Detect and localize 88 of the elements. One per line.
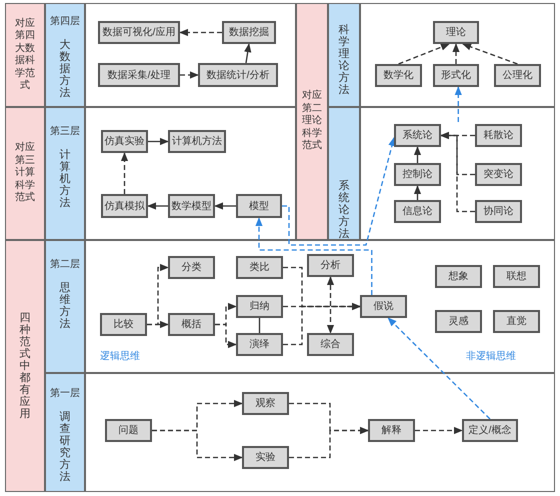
concept-box: 联想 [493,265,540,288]
concept-box: 比较 [100,313,147,336]
concept-box: 灵感 [435,310,482,333]
arrow [414,185,422,200]
arrow [148,138,169,146]
layer-band [45,3,85,107]
layer-band [45,107,85,240]
concept-box: 信息论 [394,200,441,223]
concept-box: 实验 [242,446,289,469]
arrow [255,217,372,295]
band-label: 科学理论方法 [338,24,350,97]
concept-box: 直觉 [493,310,540,333]
arrow [147,202,168,210]
concept-box: 系统论 [394,124,441,147]
arrow [152,430,243,462]
arrow [454,86,462,122]
arrow [215,324,237,348]
concept-box: 演绎 [236,333,283,356]
concept-box: 仿真模拟 [101,194,148,218]
concept-box: 假说 [360,295,407,318]
concept-box: 类比 [236,256,283,279]
concept-box: 数据挖掘 [222,21,276,44]
concept-box: 分析 [307,254,354,277]
layer-title: 第一层 [50,387,80,401]
concept-box: 概括 [168,313,215,336]
paradigm-band [5,3,45,107]
concept-box: 仿真实验 [101,130,148,153]
connector-line [258,318,260,333]
arrow [326,276,334,334]
arrow [452,43,460,64]
paradigm-band [296,3,328,240]
band-label: 对应第二理论科学范式 [302,90,322,153]
band-label: 思维方法 [60,282,70,330]
concept-box: 定义/概念 [462,419,518,442]
group-note: 逻辑思维 [100,350,140,364]
band-label: 对应第四大数据科学范式 [15,18,35,92]
layer-band [45,240,85,373]
concept-box: 解释 [368,419,415,442]
concept-box: 理论 [433,21,479,44]
concept-box: 数学模型 [168,194,215,218]
concept-box: 想象 [435,265,482,288]
band-label: 大数据方法 [60,39,70,100]
arrow [414,146,422,163]
concept-box: 综合 [307,333,354,356]
arrow [120,152,128,194]
concept-box: 观察 [242,392,289,415]
concept-box: 数据统计/分析 [198,63,278,87]
arrow [283,302,361,346]
concept-box: 耗散论 [475,124,522,147]
layer-band [45,373,85,492]
concept-box: 协同论 [475,200,522,223]
layer-title: 第三层 [50,125,80,139]
layer-band [328,107,360,240]
arrow [147,320,169,328]
concept-box: 问题 [105,419,152,442]
concept-box: 归纳 [236,295,283,318]
arrow [289,426,369,458]
concept-box: 数据可视化/应用 [98,21,180,44]
arrow [462,43,518,65]
concept-box: 模型 [236,194,282,218]
concept-box: 控制论 [394,163,441,186]
arrow [179,28,222,36]
group-note: 非逻辑思维 [466,350,516,364]
concept-box: 计算机方法 [168,130,226,153]
paradigm-band [5,240,45,492]
paradigm-band [5,107,45,240]
concept-box: 数据采集/处理 [98,63,180,87]
band-label: 系统论方法 [338,180,350,240]
concept-box: 分类 [168,256,215,279]
arrow [282,136,396,246]
arrow [415,426,463,434]
layer-title: 第二层 [50,258,80,272]
arrow [180,71,199,79]
band-label: 四种范式中都有应用 [20,312,30,420]
concept-box: 形式化 [433,64,479,87]
band-label: 调查研究方法 [60,411,70,484]
band-label: 计算机方法 [60,149,70,210]
band-label: 对应第三计算科学范式 [15,142,35,205]
arrow [244,43,252,64]
concept-box: 突变论 [475,163,522,186]
arrow [398,43,450,65]
arrow [388,317,490,420]
concept-box: 公理化 [494,64,541,87]
layer-band [328,3,360,107]
arrow [214,202,236,210]
concept-box: 数学化 [375,64,422,87]
arrow [440,132,475,212]
layer-title: 第四层 [50,15,80,29]
